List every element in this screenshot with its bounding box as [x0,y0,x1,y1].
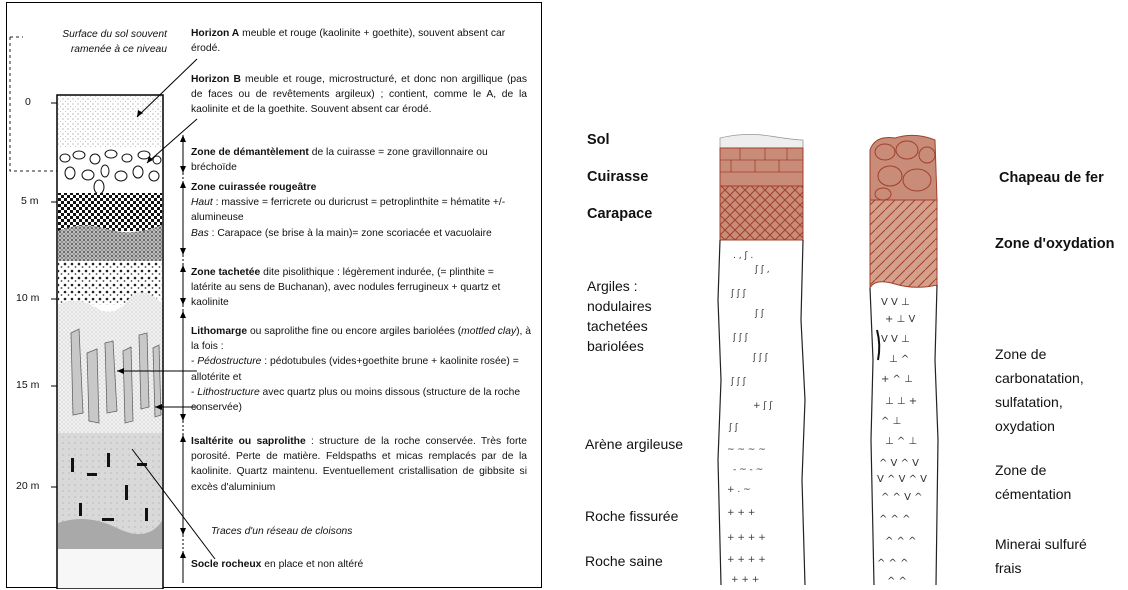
svg-text:V V ⊥: V V ⊥ [881,297,910,308]
horizon-b-title: Horizon B [191,74,241,85]
label-argiles: Argiles : [587,276,638,296]
mottled-zone-title: Zone tachetée [191,267,260,278]
svg-text:~ ~ ~ ~: ~ ~ ~ ~ [727,445,766,455]
label-zone-oxydation: Zone d'oxydation [995,234,1114,254]
svg-text:^ V ^ V: ^ V ^ V [879,458,919,469]
svg-text:ʃ ʃ: ʃ ʃ [754,309,765,319]
crust-zone-bottom-label: Bas [191,228,209,239]
bedrock-title: Socle rocheux [191,559,261,570]
isalterite-description: Isaltérite ou saprolithe : structure de … [191,434,527,495]
depth-label-10m: 10 m [16,292,39,304]
horizon-a-text: meuble et rouge (kaolinite + goethite), … [191,28,505,54]
label-cementation-2: cémentation [995,484,1071,504]
svg-text:^ ^ ^: ^ ^ ^ [879,514,911,525]
dismantling-zone-description: Zone de démantèlement de la cuirasse = z… [191,145,531,175]
horizon-b-text: meuble et rouge, microstructuré, et donc… [191,74,527,115]
svg-text:+ ⊥ V: + ⊥ V [885,314,915,325]
svg-text:^ ^ ^: ^ ^ ^ [885,536,917,547]
svg-text:V V ⊥: V V ⊥ [881,334,910,345]
svg-text:+ ^ ⊥: + ^ ⊥ [881,374,913,385]
label-roche-saine: Roche saine [585,551,663,571]
svg-text:ʃ ʃ ʃ: ʃ ʃ ʃ [730,289,747,299]
label-carbonatation-3: sulfatation, [995,392,1063,412]
lithomarge-title: Lithomarge [191,326,247,337]
svg-text:V ^ V ^ V: V ^ V ^ V [877,474,927,485]
lithostructure-label: Lithostructure [197,387,259,398]
crust-zone-title: Zone cuirassée rougeâtre [191,182,316,193]
label-argiles-bariolees: bariolées [587,336,644,356]
svg-text:⊥ ^: ⊥ ^ [889,354,909,365]
pedostructure-label: Pédostructure [197,356,261,367]
label-sol: Sol [587,130,610,150]
svg-text:ʃ ʃ: ʃ ʃ [728,423,739,433]
svg-text:+ . ~: + . ~ [727,485,751,495]
label-carbonatation-1: Zone de [995,344,1046,364]
horizon-a-description: Horizon A meuble et rouge (kaolinite + g… [191,26,527,56]
label-carbonatation-2: carbonatation, [995,368,1084,388]
label-argiles-nodulaires: nodulaires [587,296,652,316]
dismantling-zone-title: Zone de démantèlement [191,147,309,158]
svg-text:ʃ ʃ ,: ʃ ʃ , [754,265,770,275]
label-chapeau-de-fer: Chapeau de fer [999,168,1104,188]
depth-label-15m: 15 m [16,379,39,391]
svg-text:+ + + +: + + + + [727,555,766,565]
svg-text:⊥ ^ ⊥: ⊥ ^ ⊥ [885,436,917,447]
lithomarge-description: Lithomarge ou saprolithe fine ou encore … [191,324,531,415]
svg-text:^ ^: ^ ^ [887,576,907,587]
horizon-a-title: Horizon A [191,28,239,39]
lithomarge-text-1: ou saprolithe fine ou encore argiles bar… [247,326,461,337]
svg-text:^ ⊥: ^ ⊥ [881,416,901,427]
crust-zone-top-text: : massive = ferricrete ou duricrust = pe… [191,197,505,223]
label-minerai-1: Minerai sulfuré [995,534,1087,554]
label-argiles-tachetees: tachetées [587,316,648,336]
svg-text:ʃ ʃ ʃ: ʃ ʃ ʃ [752,353,769,363]
label-minerai-2: frais [995,558,1021,578]
depth-label-5m: 5 m [21,195,39,207]
bedrock-description: Socle rocheux en place et non altéré [191,557,521,572]
bedrock-text: en place et non altéré [261,559,363,570]
label-cementation-1: Zone de [995,460,1046,480]
svg-text:+ + +: + + + [731,575,759,585]
label-carapace: Carapace [587,204,652,224]
isalterite-title: Isaltérite ou saprolithe [191,436,306,447]
svg-text:⊥ ⊥ +: ⊥ ⊥ + [885,396,917,407]
mottled-clay-term: mottled clay [461,326,516,337]
svg-text:ʃ ʃ ʃ: ʃ ʃ ʃ [730,377,747,387]
svg-text:^ ^ V ^: ^ ^ V ^ [881,492,923,503]
svg-text:+ + +: + + + [727,508,755,518]
label-cuirasse: Cuirasse [587,167,648,187]
svg-text:. , ʃ .: . , ʃ . [733,251,753,261]
laterite-profile-panel: Surface du sol souvent ramenée à ce nive… [6,2,542,588]
depth-label-0: 0 [25,96,31,108]
depth-label-20m: 20 m [16,480,39,492]
horizon-b-description: Horizon B meuble et rouge, microstructur… [191,72,527,118]
crust-zone-bottom-text: : Carapace (se brise à la main)= zone sc… [209,228,492,239]
label-arene-argileuse: Arène argileuse [585,434,683,454]
label-carbonatation-4: oxydation [995,416,1055,436]
crust-zone-top-label: Haut [191,197,213,208]
svg-text:- ~ - ~: - ~ - ~ [733,465,763,475]
mottled-zone-description: Zone tachetée dite pisolithique : légère… [191,265,527,311]
svg-text:+ ʃ ʃ: + ʃ ʃ [753,401,773,411]
label-roche-fissuree: Roche fissurée [585,506,678,526]
svg-text:^ ^ ^: ^ ^ ^ [877,558,909,569]
svg-text:+ + + +: + + + + [727,533,766,543]
crust-zone-description: Zone cuirassée rougeâtre Haut : massive … [191,180,527,241]
svg-text:ʃ ʃ ʃ: ʃ ʃ ʃ [732,333,749,343]
surface-note: Surface du sol souvent ramenée à ce nive… [45,27,167,57]
traces-label: Traces d'un réseau de cloisons [211,524,352,539]
